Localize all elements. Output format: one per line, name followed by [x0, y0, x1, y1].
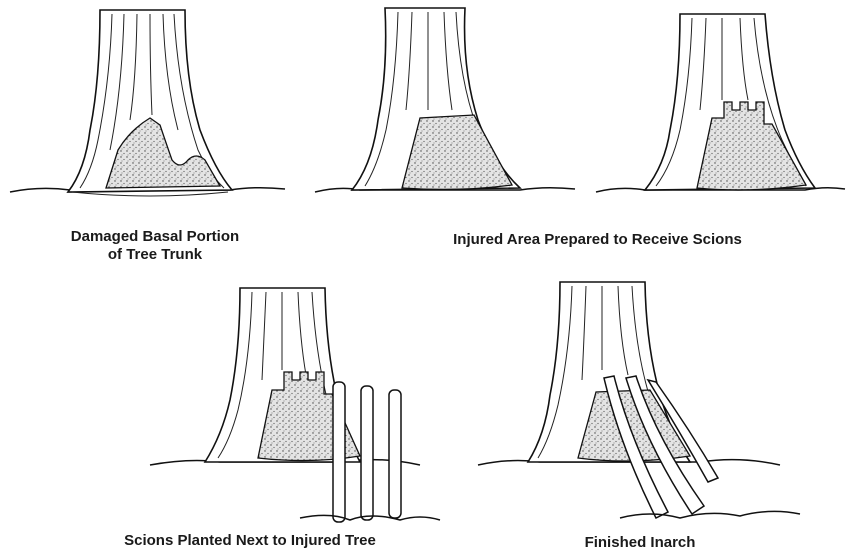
panel-notched-area — [596, 14, 845, 192]
caption-damaged: Damaged Basal Portion of Tree Trunk — [30, 228, 280, 264]
trunk-base — [72, 192, 228, 196]
scion — [333, 382, 345, 522]
panel-prepared-area — [315, 8, 575, 192]
panel-scions-planted — [150, 288, 440, 522]
scion — [361, 386, 373, 520]
prepared-wound — [402, 115, 512, 189]
caption-damaged-line1: Damaged Basal Portion — [30, 228, 280, 246]
panel-finished-inarch — [478, 282, 800, 518]
caption-prepared: Injured Area Prepared to Receive Scions — [400, 231, 795, 249]
caption-planted: Scions Planted Next to Injured Tree — [90, 532, 410, 550]
caption-damaged-line2: of Tree Trunk — [30, 246, 280, 264]
scions-group — [333, 382, 401, 522]
caption-finished: Finished Inarch — [560, 534, 720, 552]
panel-damaged-trunk — [10, 10, 285, 196]
soil-mound — [620, 511, 800, 518]
scion — [389, 390, 401, 518]
